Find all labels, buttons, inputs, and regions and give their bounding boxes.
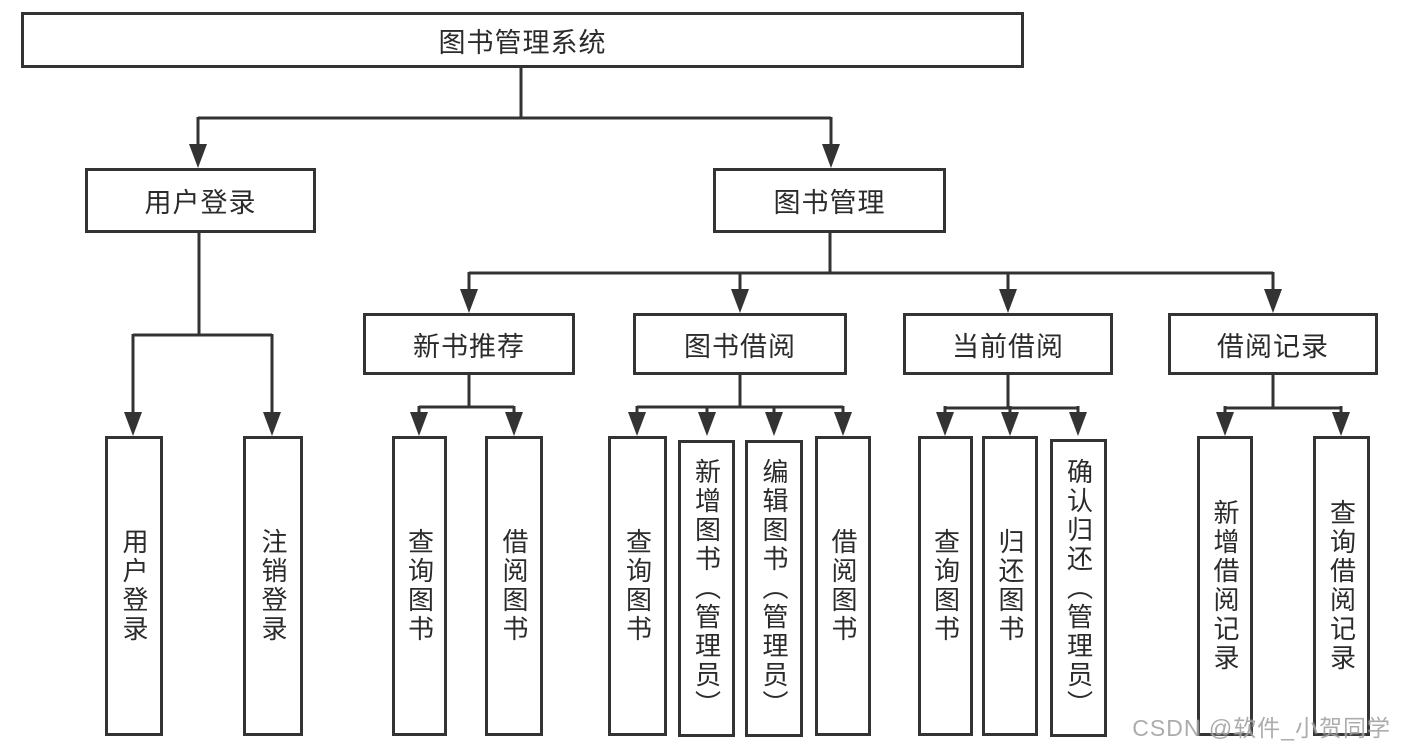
leaf-user-login: 用户登录 — [105, 436, 163, 736]
leaf-cb-return-book-label: 归还图书 — [995, 528, 1025, 644]
leaf-br-add-record: 新增借阅记录 — [1197, 436, 1253, 736]
leaf-bb-edit-book-admin-label: 编辑图书（管理员） — [759, 458, 789, 719]
leaf-br-add-record-label: 新增借阅记录 — [1210, 499, 1240, 673]
leaf-cb-confirm-return-admin-label: 确认归还（管理员） — [1063, 457, 1094, 719]
leaf-cb-query-book: 查询图书 — [918, 436, 973, 736]
leaf-cb-query-book-label: 查询图书 — [930, 528, 961, 644]
leaf-bb-borrow-book: 借阅图书 — [815, 436, 871, 736]
node-current-borrow: 当前借阅 — [903, 313, 1113, 375]
leaf-logout: 注销登录 — [243, 436, 303, 736]
leaf-bb-add-book-admin-label: 新增图书（管理员） — [691, 458, 722, 719]
leaf-nb-borrow-book: 借阅图书 — [485, 436, 543, 736]
node-book-borrow: 图书借阅 — [633, 313, 847, 375]
leaf-cb-confirm-return-admin: 确认归还（管理员） — [1050, 439, 1107, 737]
leaf-nb-query-book: 查询图书 — [392, 436, 447, 736]
node-root: 图书管理系统 — [21, 12, 1024, 68]
leaf-bb-query-book: 查询图书 — [608, 436, 667, 736]
arrowheads — [124, 144, 1350, 436]
node-user-login: 用户登录 — [85, 168, 316, 233]
leaf-br-query-record: 查询借阅记录 — [1313, 436, 1370, 736]
leaf-cb-return-book: 归还图书 — [982, 436, 1038, 736]
leaf-br-query-record-label: 查询借阅记录 — [1326, 499, 1357, 673]
leaf-nb-query-book-label: 查询图书 — [404, 528, 435, 644]
leaf-bb-add-book-admin: 新增图书（管理员） — [678, 440, 735, 737]
leaf-bb-edit-book-admin: 编辑图书（管理员） — [745, 440, 803, 737]
leaf-user-login-label: 用户登录 — [119, 528, 149, 644]
leaf-bb-query-book-label: 查询图书 — [622, 528, 653, 644]
node-borrow-records: 借阅记录 — [1168, 313, 1378, 375]
leaf-nb-borrow-book-label: 借阅图书 — [499, 528, 529, 644]
node-book-management: 图书管理 — [713, 168, 946, 233]
node-new-book-recommend: 新书推荐 — [363, 313, 575, 375]
leaf-logout-label: 注销登录 — [258, 528, 288, 644]
leaf-bb-borrow-book-label: 借阅图书 — [828, 528, 858, 644]
